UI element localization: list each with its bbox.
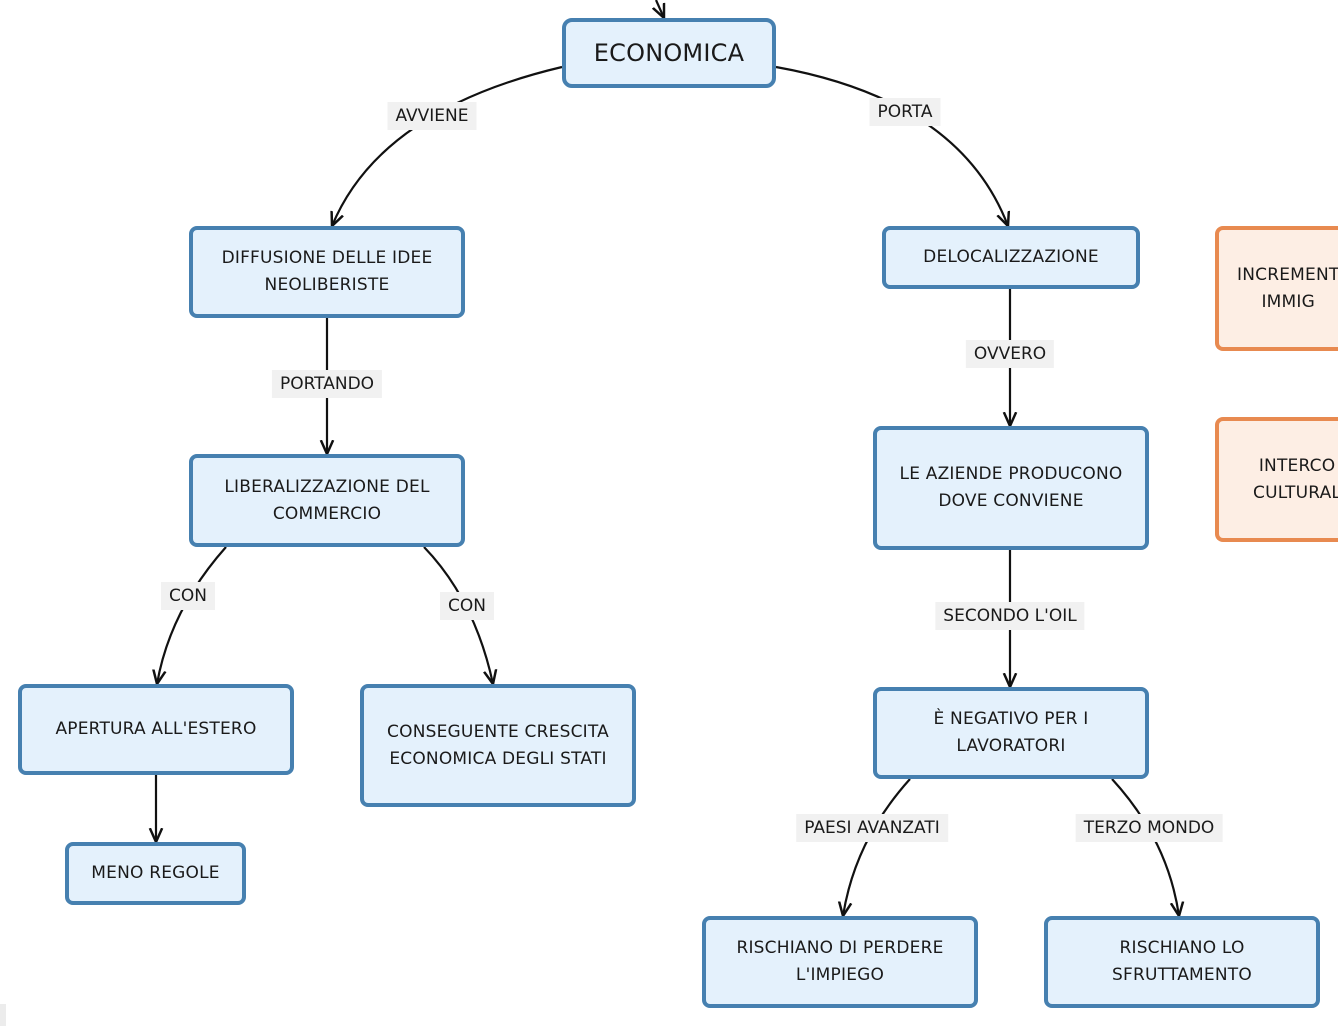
connector-economica-diffusione	[332, 65, 563, 226]
node-incremento-immigrazione-partial[interactable]: INCREMENT IMMIG	[1215, 226, 1338, 351]
link-label-avviene: AVVIENE	[387, 102, 477, 130]
node-delocalizzazione[interactable]: DELOCALIZZAZIONE	[882, 226, 1140, 289]
link-label-porta: PORTA	[869, 98, 941, 126]
incoming-arrow-economica	[656, 0, 664, 18]
connector-economica-delocalizzazione	[775, 65, 1008, 226]
connector-negativo-perdere	[843, 778, 911, 916]
node-economica[interactable]: ECONOMICA	[562, 18, 776, 88]
link-label-portando: PORTANDO	[271, 370, 383, 398]
corner-mark	[0, 1004, 6, 1026]
link-label-ovvero: OVVERO	[965, 340, 1055, 368]
link-label-paesi-avanzati: PAESI AVANZATI	[796, 814, 948, 842]
node-crescita-economica[interactable]: CONSEGUENTE CRESCITA ECONOMICA DEGLI STA…	[360, 684, 636, 807]
node-diffusione-idee-neoliberiste[interactable]: DIFFUSIONE DELLE IDEE NEOLIBERISTE	[189, 226, 465, 318]
link-label-secondo-oil: SECONDO L'OIL	[935, 602, 1085, 630]
node-negativo-lavoratori[interactable]: È NEGATIVO PER I LAVORATORI	[873, 687, 1149, 779]
connector-liberalizzazione-apertura	[157, 546, 227, 684]
node-meno-regole[interactable]: MENO REGOLE	[65, 842, 246, 905]
node-rischiano-sfruttamento[interactable]: RISCHIANO LO SFRUTTAMENTO	[1044, 916, 1320, 1008]
node-apertura-estero[interactable]: APERTURA ALL'ESTERO	[18, 684, 294, 775]
link-label-con-right: CON	[440, 592, 494, 620]
node-liberalizzazione-commercio[interactable]: LIBERALIZZAZIONE DEL COMMERCIO	[189, 454, 465, 547]
node-aziende-producono[interactable]: LE AZIENDE PRODUCONO DOVE CONVIENE	[873, 426, 1149, 550]
node-interconnessione-culturale-partial[interactable]: INTERCO CULTURAL	[1215, 417, 1338, 542]
link-label-con-left: CON	[161, 582, 215, 610]
link-label-terzo-mondo: TERZO MONDO	[1075, 814, 1223, 842]
node-rischiano-perdere-impiego[interactable]: RISCHIANO DI PERDERE L'IMPIEGO	[702, 916, 978, 1008]
connector-negativo-sfruttamento	[1111, 778, 1179, 916]
